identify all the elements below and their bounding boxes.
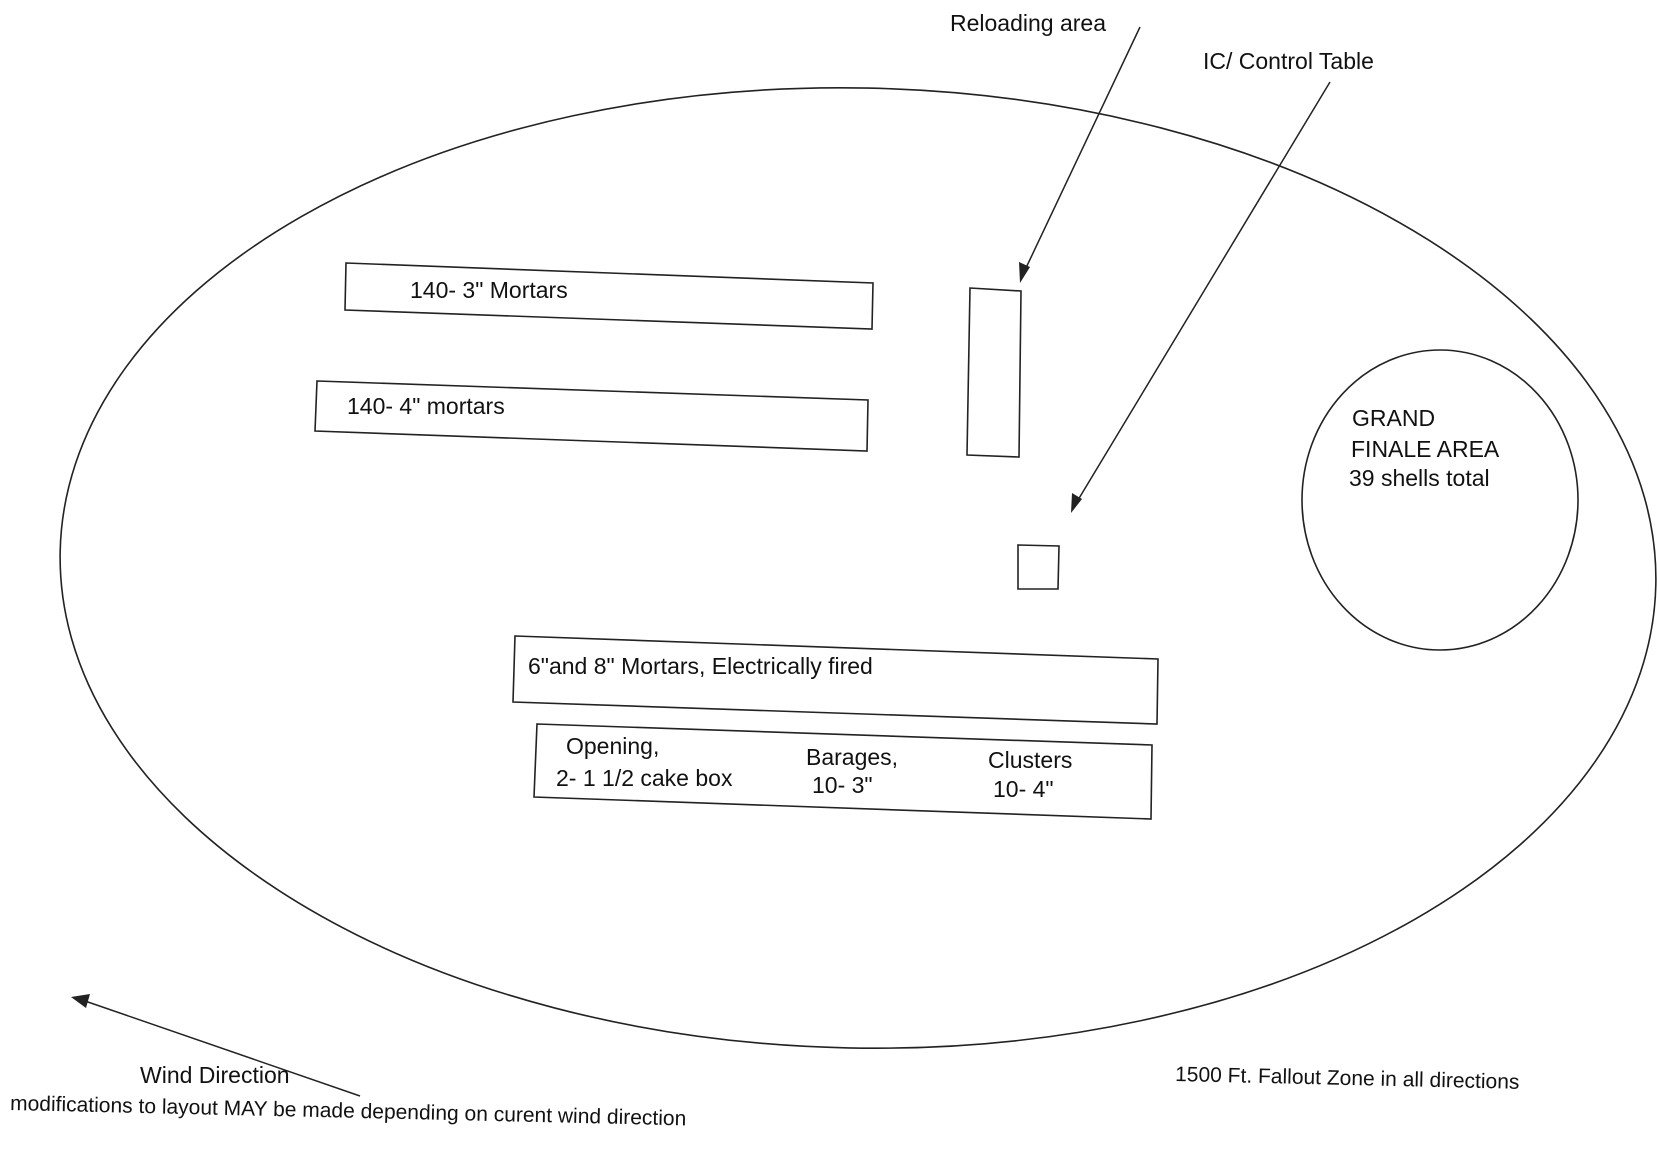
barrages-detail: 10- 3" <box>812 772 873 798</box>
fallout-zone-boundary <box>59 87 1657 1049</box>
grand-finale-title-line2: FINALE AREA <box>1351 436 1500 462</box>
mortar-row-4in-label: 140- 4" mortars <box>347 393 505 419</box>
control-table-arrow <box>1077 81 1331 501</box>
barrages-title: Barages, <box>806 744 898 770</box>
mortar-row-3in-label: 140- 3" Mortars <box>410 277 568 303</box>
reloading-area-arrowhead <box>1019 262 1030 283</box>
opening-title: Opening, <box>566 733 659 759</box>
fallout-zone-note: 1500 Ft. Fallout Zone in all directions <box>1175 1063 1520 1094</box>
electric-mortar-row-box <box>512 635 1159 725</box>
wind-direction-arrowhead <box>71 994 90 1008</box>
opening-detail: 2- 1 1/2 cake box <box>556 765 733 791</box>
reloading-area-arrow <box>1024 26 1141 271</box>
clusters-detail: 10- 4" <box>993 776 1054 802</box>
electric-mortar-row-label: 6"and 8" Mortars, Electrically fired <box>528 653 873 679</box>
mortar-row-3in-box <box>344 262 874 330</box>
opening-barrages-clusters-box <box>533 723 1153 820</box>
control-table-label: IC/ Control Table <box>1203 48 1374 74</box>
reloading-area-label: Reloading area <box>950 10 1106 36</box>
grand-finale-title-line1: GRAND <box>1352 405 1435 431</box>
control-table-arrowhead <box>1071 493 1082 513</box>
wind-direction-arrow <box>84 1000 361 1097</box>
grand-finale-shell-count: 39 shells total <box>1349 465 1490 491</box>
reloading-area-box <box>966 287 1022 458</box>
mortar-row-4in-box <box>314 380 869 452</box>
wind-direction-label: Wind Direction <box>140 1062 290 1088</box>
control-table-box <box>1017 544 1060 590</box>
clusters-title: Clusters <box>988 747 1072 773</box>
modifications-note: modifications to layout MAY be made depe… <box>10 1092 687 1130</box>
grand-finale-area-circle <box>1301 349 1579 651</box>
